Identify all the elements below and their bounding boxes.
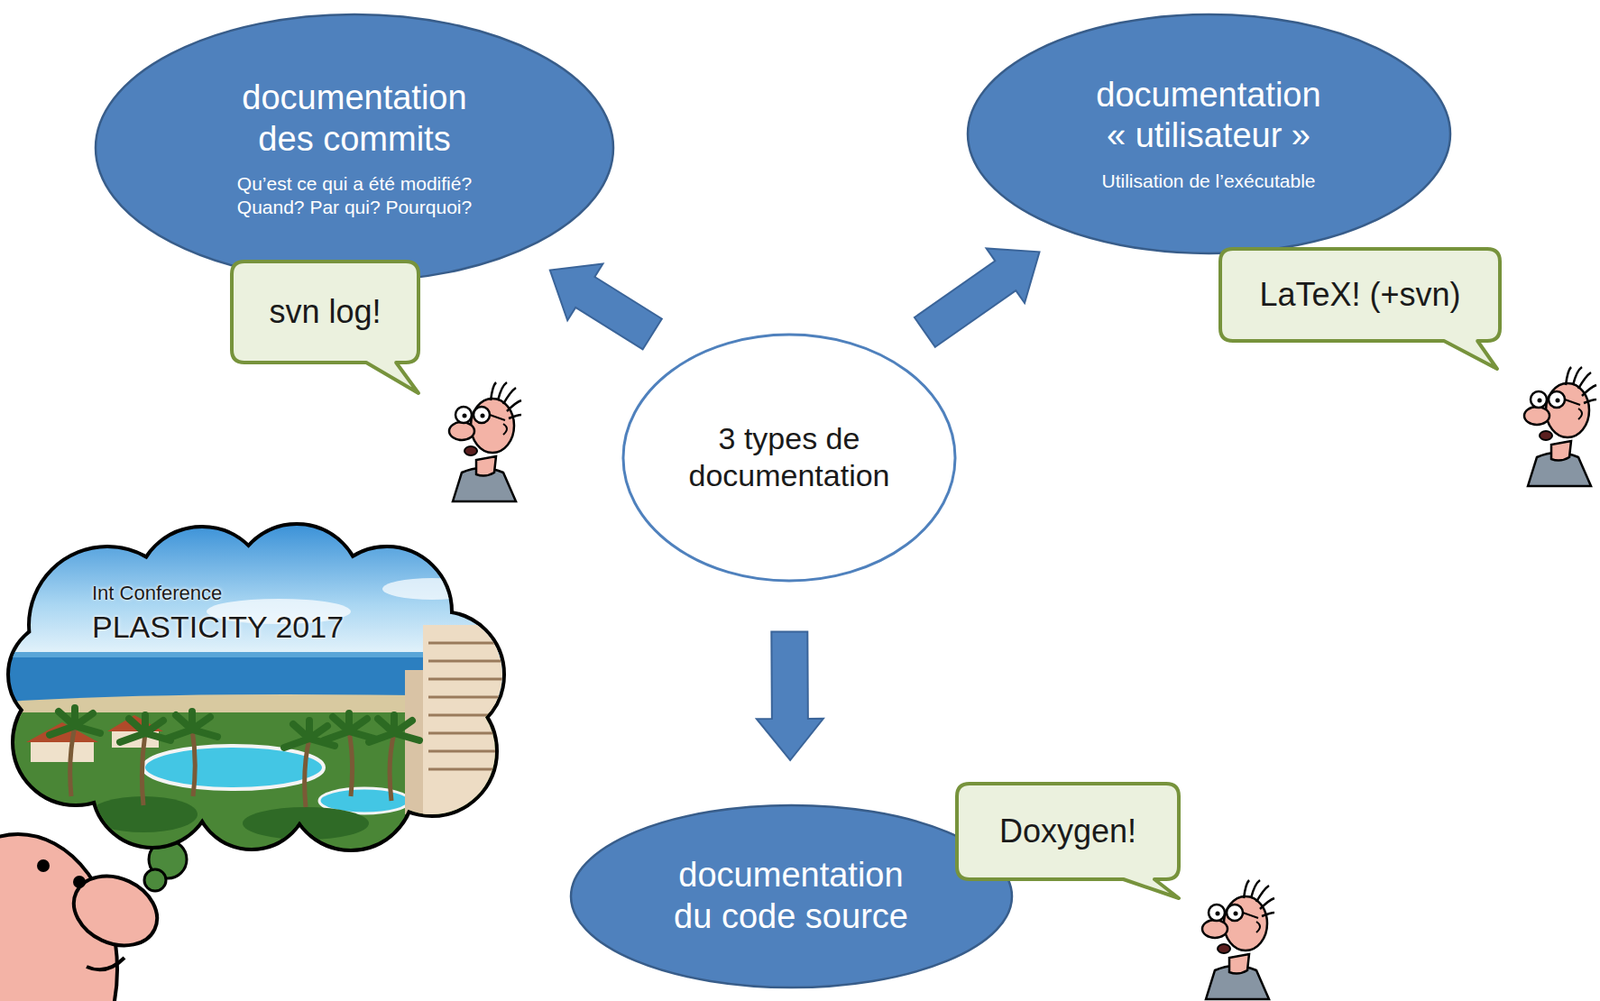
hub-text: 3 types de documentation (680, 420, 898, 495)
text-group: svn log! (268, 292, 381, 332)
topic-heading: documentation des commits (232, 77, 477, 160)
speech-bubble-outline (231, 261, 419, 394)
topic-description: Qu’est ce qui a été modifié? Quand? Par … (228, 172, 481, 218)
dreamer-eye (73, 875, 86, 889)
topic-ellipse: documentation du code source (569, 803, 1014, 990)
speech-bubble: LaTeX! (+svn) (1220, 248, 1500, 341)
topic-ellipse-outline (569, 803, 1014, 990)
text-group: LaTeX! (+svn) (1259, 275, 1461, 314)
text-group: documentation des commitsQu’est ce qui a… (228, 77, 481, 219)
speech-text: Doxygen! (999, 811, 1137, 851)
cartoon-man (449, 382, 522, 502)
dreamer-nose (62, 863, 168, 959)
dreamer-mouth (86, 957, 125, 970)
speech-bubble: svn log! (231, 261, 419, 363)
circle-outline (623, 334, 956, 581)
topic-heading: documentation du code source (669, 855, 913, 938)
node-content: documentation du code source (569, 803, 1014, 990)
topic-heading: documentation « utilisateur » (1086, 74, 1331, 157)
text-group: Int ConferencePLASTICITY 2017 (91, 581, 344, 646)
node-content: LaTeX! (+svn) (1220, 248, 1500, 341)
hub-circle: 3 types de documentation (621, 332, 957, 583)
topic-ellipse: documentation « utilisateur » Utilisation… (965, 12, 1453, 256)
dreamer-eye (36, 859, 50, 873)
thought-cloud: Int ConferencePLASTICITY 2017 (8, 525, 506, 847)
speech-bubble: Doxygen! (956, 783, 1179, 880)
topic-description: Utilisation de l’exécutable (1086, 169, 1331, 193)
block-arrow (550, 264, 663, 350)
node-content: documentation des commitsQu’est ce qui a… (93, 12, 616, 284)
cloud-photo (8, 525, 514, 857)
beach-photo (8, 525, 514, 857)
speech-text: svn log! (268, 292, 381, 332)
speech-bubble-outline (1220, 248, 1500, 369)
node-content: Doxygen! (956, 783, 1179, 880)
node-content: 3 types de documentation (621, 332, 957, 583)
speech-text: LaTeX! (+svn) (1259, 275, 1461, 314)
node-content: Int ConferencePLASTICITY 2017 (8, 525, 506, 847)
node-content: documentation « utilisateur » Utilisation… (965, 12, 1453, 256)
block-arrow (914, 248, 1040, 347)
conference-label: Int Conference (91, 581, 344, 606)
text-group: documentation du code source (669, 855, 913, 938)
text-group: Doxygen! (999, 811, 1137, 851)
cartoon-man (1202, 880, 1275, 1000)
hub-circle-outline (621, 332, 957, 583)
conference-name: PLASTICITY 2017 (91, 608, 344, 646)
node-content: svn log! (231, 261, 419, 363)
thought-dot (144, 869, 166, 892)
text-group: 3 types de documentation (680, 420, 898, 495)
block-arrow (756, 631, 824, 761)
cartoon-man (1524, 367, 1597, 487)
text-group: documentation « utilisateur » Utilisation… (1086, 74, 1331, 193)
speech-bubble-outline (956, 783, 1179, 899)
ellipse-fill (570, 805, 1012, 988)
ellipse-fill (95, 14, 614, 282)
thought-cloud-outline (8, 525, 506, 847)
ellipse-fill (967, 14, 1451, 254)
topic-ellipse: documentation des commitsQu’est ce qui a… (93, 12, 616, 284)
